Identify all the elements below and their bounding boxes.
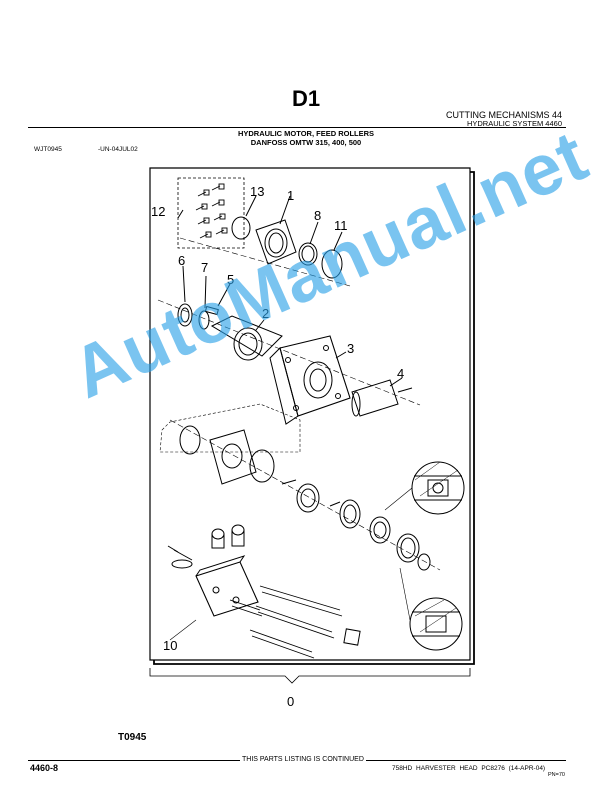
part-6-seal [177,303,193,327]
assembly-title-line2: DANFOSS OMTW 315, 400, 500 [250,138,362,147]
gear-set [281,479,431,571]
part-13-oring [231,216,251,240]
valve-plate [209,429,257,485]
assembly-title: HYDRAULIC MOTOR, FEED ROLLERS DANFOSS OM… [0,129,612,147]
part-8-ring [298,242,318,266]
assembly-title-line1: HYDRAULIC MOTOR, FEED ROLLERS [237,129,375,138]
callout-10: 10 [163,638,177,653]
header-rule [28,127,566,128]
figure-ref-date: -UN-04JUL02 [98,146,138,153]
callout-3: 3 [347,341,354,356]
callout-6: 6 [178,253,185,268]
callout-1: 1 [287,188,294,203]
long-bolts [229,585,343,659]
continued-notice: THIS PARTS LISTING IS CONTINUED [242,756,364,763]
footer-rule-right [366,760,566,761]
callout-8: 8 [314,208,321,223]
part-10-end-cover [167,524,259,617]
detail-circle-top [384,461,465,515]
part-7-ring [198,310,210,330]
callout-0: 0 [287,694,294,709]
callout-11: 11 [334,218,348,233]
pn-number: PN=70 [548,772,565,778]
page-number: 4460-8 [30,763,59,773]
subsection-title: HYDRAULIC SYSTEM 4460 [466,119,562,128]
section-title: CUTTING MECHANISMS 44 [445,110,562,120]
bolt-box [177,177,245,249]
inner-section [159,403,301,453]
page-title: D1 [291,86,321,111]
callout-5: 5 [227,272,234,287]
callout-12: 12 [151,204,165,219]
bracket-0 [149,668,471,684]
callout-13: 13 [250,184,264,199]
footer-rule-left [28,760,240,761]
part-5-key [204,305,219,316]
document-info: 758HD HARVESTER HEAD PC8276 (14-APR-04) [392,765,546,772]
label-plate [343,628,361,646]
diagram-frame [149,167,471,661]
part-2-shaft-housing [210,315,283,361]
callout-7: 7 [201,260,208,275]
figure-ref-code: WJT0945 [34,146,62,153]
part-11-ring [321,249,343,279]
figure-label: T0945 [118,732,147,743]
detail-circle-bottom [399,567,463,651]
part-1-flange [255,219,297,265]
part-4-output-shaft [351,379,413,417]
callout-4: 4 [397,366,404,381]
part-3-motor-housing [269,335,351,425]
bolts [195,183,228,239]
callout-2: 2 [262,306,269,321]
